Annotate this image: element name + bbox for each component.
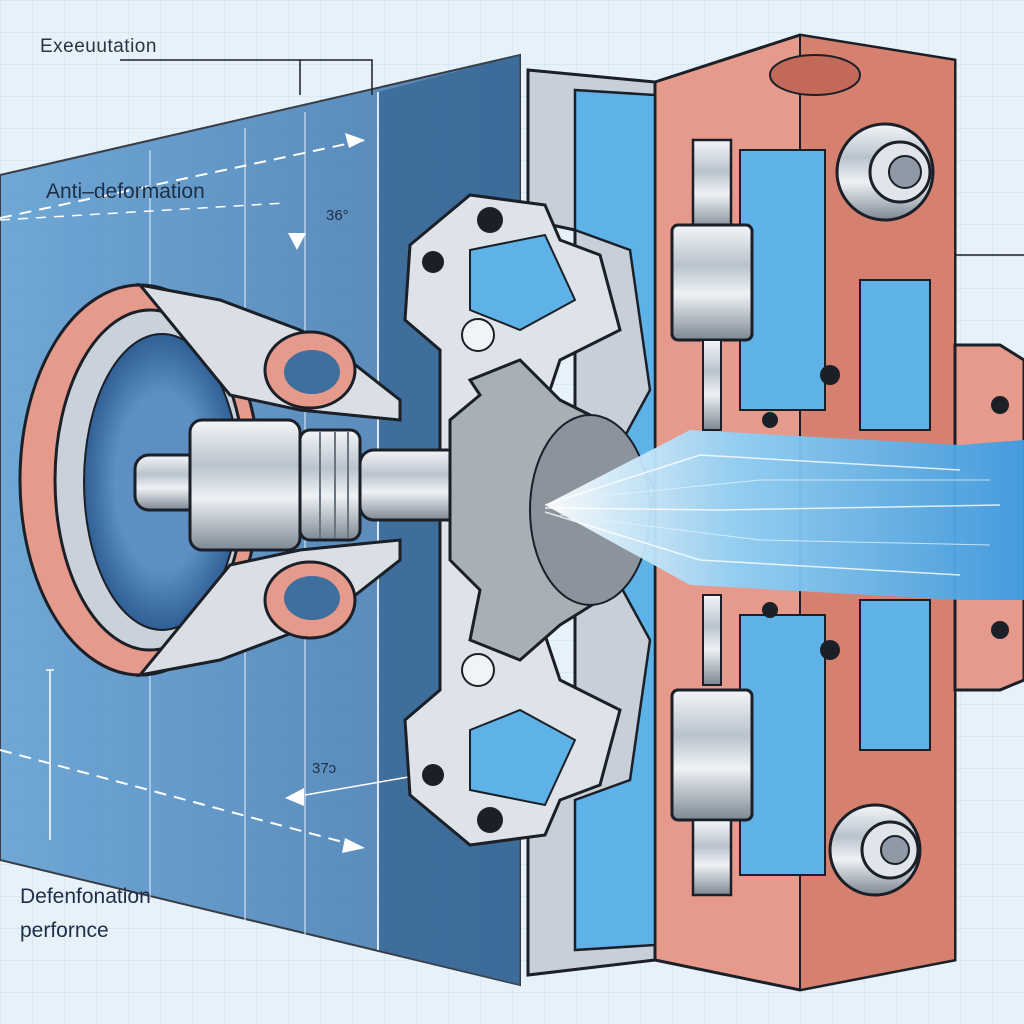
water-jet xyxy=(545,430,1024,600)
execution-label: Exeeuutation xyxy=(40,36,157,57)
deformation-performance-label: Defenfonation perfornce xyxy=(20,880,151,948)
dimension-line-top xyxy=(0,139,366,219)
bolt-fitting-top xyxy=(835,122,935,222)
deformation-label-line2: perfornce xyxy=(20,919,109,942)
arrow-left-marker xyxy=(285,788,304,806)
deformation-label-line1: Defenfonation xyxy=(20,885,151,908)
stud-bolt-top xyxy=(670,138,754,431)
stud-bolt-bottom xyxy=(670,594,754,897)
angle-label-top: 36° xyxy=(326,207,349,224)
casing-top-port xyxy=(769,54,861,96)
angle-label-bottom: 37ɔ xyxy=(312,760,337,777)
drive-shaft xyxy=(133,418,532,552)
arrow-down-marker xyxy=(288,233,306,250)
anti-deformation-label: Anti–deformation xyxy=(46,180,205,203)
dimension-line-bottom xyxy=(0,749,366,849)
bolt-fitting-bottom xyxy=(828,803,922,897)
